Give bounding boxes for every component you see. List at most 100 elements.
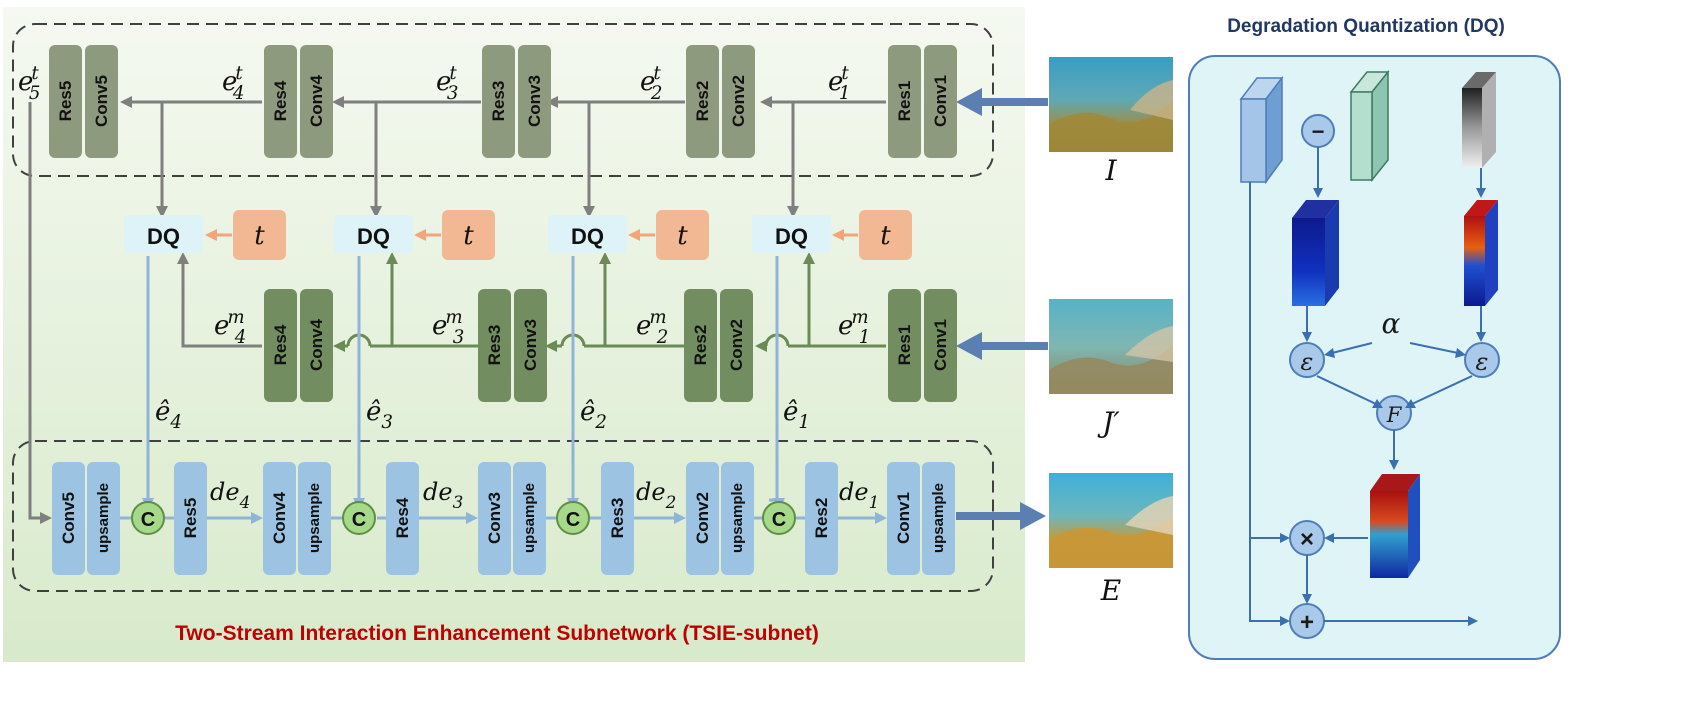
mid-conv-block xyxy=(720,289,753,402)
mid-feature-e2-sub: 2 xyxy=(656,327,669,348)
concat-op xyxy=(762,501,796,535)
dec-upsample-label: upsample xyxy=(306,483,323,553)
top-res-label: Res5 xyxy=(56,81,75,122)
top-feature-e1-sub: 1 xyxy=(839,83,851,104)
mid-conv-label: Conv4 xyxy=(307,318,326,371)
top-feature-e2-sup: t xyxy=(653,63,661,84)
concat-label: C xyxy=(566,509,580,531)
dec-upsample-block xyxy=(298,462,331,575)
top-conv-label: Conv5 xyxy=(92,75,111,127)
mid-conv-block xyxy=(924,289,957,402)
dec-conv-label: Conv5 xyxy=(59,492,78,544)
mid-res-block xyxy=(888,289,921,402)
t-box xyxy=(442,210,495,260)
mid-feature-e3-base: e xyxy=(432,311,447,341)
dec-upsample-block xyxy=(721,462,754,575)
enhanced-feature-e2-sub: 2 xyxy=(594,412,607,433)
dec-conv-label: Conv2 xyxy=(693,492,712,544)
top-feature-e1-sup: t xyxy=(841,63,849,84)
top-stream-arrows xyxy=(28,100,886,520)
dec-conv-block xyxy=(263,462,296,575)
decoder-feature-de-sub: 1 xyxy=(869,492,880,512)
mid-conv-label: Conv2 xyxy=(727,319,746,371)
image-label: E xyxy=(1100,574,1121,607)
mid-feature-e1-sup: m xyxy=(851,307,868,328)
top-conv-block xyxy=(722,45,755,158)
top-conv-block xyxy=(300,45,333,158)
dec-res-block xyxy=(601,462,634,575)
dq-box-label: DQ xyxy=(571,224,604,249)
concat-op xyxy=(131,501,165,535)
top-feature-e4-sub: 4 xyxy=(232,83,245,104)
t-map xyxy=(1462,72,1496,168)
top-conv-label: Conv1 xyxy=(931,75,950,127)
dec-conv-block xyxy=(478,462,511,575)
decoder-feature-de-sub: 3 xyxy=(453,492,464,512)
dec-upsample-label: upsample xyxy=(930,483,947,553)
top-feature-e4-sup: t xyxy=(235,63,243,84)
mid-conv-label: Conv3 xyxy=(521,319,540,371)
dq-box xyxy=(124,215,203,253)
mid-feature-e2-base: e xyxy=(636,311,651,341)
top-res-block xyxy=(888,45,921,158)
wk-map xyxy=(1370,474,1420,578)
enhanced-feature-e4-base: ê xyxy=(155,397,170,427)
enhanced-feature-e3-sub: 3 xyxy=(381,412,393,433)
enhanced-feature-e3-base: ê xyxy=(366,397,381,427)
mid-feature-e4-sup: m xyxy=(227,307,244,328)
difk-map xyxy=(1292,200,1339,306)
dq-box-label: DQ xyxy=(775,224,808,249)
alpha-label: α xyxy=(1382,307,1401,340)
mid-conv-block xyxy=(514,289,547,402)
dec-conv-block xyxy=(52,462,85,575)
enhanced-feature-e2: ê2 xyxy=(580,397,607,433)
dec-res-label: Res5 xyxy=(181,498,200,539)
dec-conv-block xyxy=(686,462,719,575)
top-conv-label: Conv4 xyxy=(307,74,326,127)
t-arrowheads xyxy=(205,229,844,241)
mid-res-label: Res4 xyxy=(271,324,290,365)
dec-upsample-block xyxy=(922,462,955,575)
dq-title: Degradation Quantization (DQ) xyxy=(1227,16,1505,37)
top-res-label: Res3 xyxy=(489,81,508,122)
top-res-block xyxy=(686,45,719,158)
top-conv-label: Conv3 xyxy=(525,75,544,127)
decoder-feature-de-base: de xyxy=(839,478,869,506)
dec-upsample-label: upsample xyxy=(521,483,538,553)
mid-res-label: Res2 xyxy=(691,325,710,366)
dec-res-label: Res3 xyxy=(608,498,627,539)
dec-conv-label: Conv3 xyxy=(485,492,504,544)
top-feature-e1-base: e xyxy=(828,67,843,97)
top-feature-e3-base: e xyxy=(436,67,451,97)
plus-label: + xyxy=(1300,609,1314,636)
decoder-feature-de: de2 xyxy=(636,478,676,512)
dec-upsample-block xyxy=(87,462,120,575)
mid-res-label: Res3 xyxy=(485,325,504,366)
dec-conv-label: Conv1 xyxy=(894,492,913,544)
dq-box xyxy=(548,215,627,253)
concat-label: C xyxy=(141,509,155,531)
enhanced-feature-e4: ê4 xyxy=(155,397,182,433)
mid-feature-e2-sup: m xyxy=(649,307,666,328)
decoder-feature-de-base: de xyxy=(423,478,453,506)
top-conv-block xyxy=(518,45,551,158)
mid-res-block xyxy=(478,289,511,402)
top-res-label: Res4 xyxy=(271,80,290,121)
concat-label: C xyxy=(772,509,786,531)
top-feature-e3-sub: 3 xyxy=(447,83,459,104)
enhanced-feature-e3: ê3 xyxy=(366,397,393,433)
top-res-block xyxy=(49,45,82,158)
decoder-feature-de: de4 xyxy=(210,478,250,512)
decoder-feature-de-sub: 4 xyxy=(239,492,251,512)
decoder-feature-de-sub: 2 xyxy=(665,492,677,512)
